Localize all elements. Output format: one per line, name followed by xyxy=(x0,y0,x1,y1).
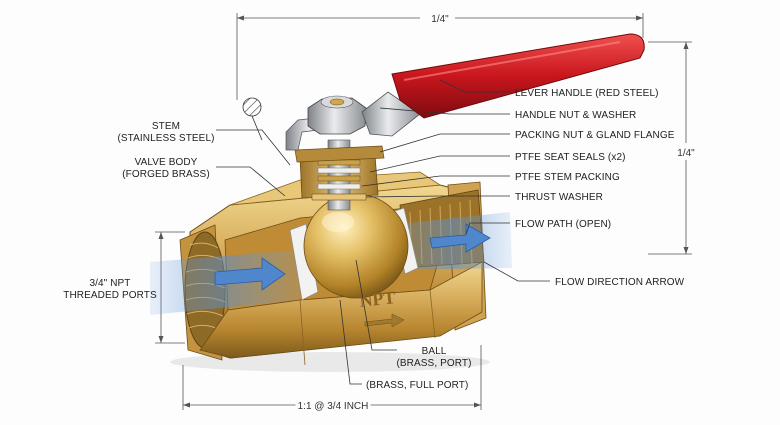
label-ball: BALL xyxy=(422,346,447,357)
thrust-washer xyxy=(311,193,367,201)
dimension-top-label: 1/4" xyxy=(431,14,449,25)
label-ball-material: (BRASS, PORT) xyxy=(396,358,471,369)
label-ball-full-port: (BRASS, FULL PORT) xyxy=(366,380,468,391)
label-stem: STEM xyxy=(152,121,180,132)
body-marking-npt: NPT xyxy=(358,287,396,311)
dimension-bottom-label: 1:1 @ 3/4 INCH xyxy=(298,401,369,412)
flow-arrow-left-icon xyxy=(214,257,286,291)
label-valve-body: VALVE BODY xyxy=(135,157,198,168)
leader-lines xyxy=(216,79,550,385)
dimension-top: 1/4" xyxy=(236,13,644,100)
label-valve-body-material: (FORGED BRASS) xyxy=(122,169,210,180)
label-flow-path: FLOW PATH (OPEN) xyxy=(515,219,611,230)
lever-handle xyxy=(361,33,645,137)
dimension-right-label: 1/4" xyxy=(677,148,695,159)
label-stem-packing: PTFE STEM PACKING xyxy=(515,172,620,183)
label-seat-seals: PTFE SEAT SEALS (x2) xyxy=(515,152,626,163)
section-marker-icon xyxy=(242,97,262,117)
flow-path xyxy=(150,212,512,315)
label-lever-handle: LEVER HANDLE (RED STEEL) xyxy=(515,88,659,99)
label-ports-type: THREADED PORTS xyxy=(63,290,157,301)
label-packing-nut: PACKING NUT & GLAND FLANGE xyxy=(515,130,675,141)
dimension-right: 1/4" xyxy=(648,41,695,255)
stem-assembly xyxy=(285,95,385,211)
brass-ball xyxy=(303,193,409,299)
body-flow-arrow-icon xyxy=(364,313,405,328)
label-stem-material: (STAINLESS STEEL) xyxy=(117,133,214,144)
label-handle-nut: HANDLE NUT & WASHER xyxy=(515,110,636,121)
label-thrust-washer: THRUST WASHER xyxy=(515,192,603,203)
dimension-bottom: 1:1 @ 3/4 INCH xyxy=(182,345,482,415)
label-flow-arrow: FLOW DIRECTION ARROW xyxy=(555,277,685,288)
label-ports: 3/4" NPT xyxy=(89,278,130,289)
